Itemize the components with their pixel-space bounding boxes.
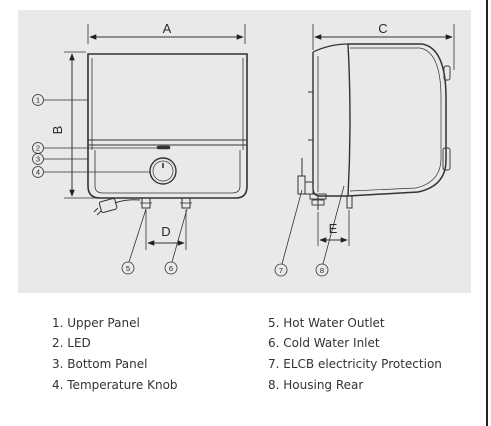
legend-item-elcb-protection: 7. ELCB electricity Protection <box>268 357 442 371</box>
legend-item-housing-rear: 8. Housing Rear <box>268 378 364 392</box>
callout-circle-7 <box>274 263 288 277</box>
callout-circles <box>32 94 329 277</box>
legend-item-upper-panel: 1. Upper Panel <box>52 316 140 330</box>
dim-label-b: B <box>50 126 65 135</box>
legend-item-bottom-panel: 3. Bottom Panel <box>52 357 148 371</box>
callout-circle-6 <box>164 261 178 275</box>
dim-label-c: C <box>378 21 387 36</box>
callout-7: 7 <box>279 266 283 275</box>
callout-numbers: 1 2 3 4 5 6 7 8 <box>36 96 324 275</box>
right-edge-border <box>486 0 488 426</box>
callout-1: 1 <box>36 96 40 105</box>
front-view <box>44 24 248 263</box>
callout-4: 4 <box>36 168 40 177</box>
callout-circle-3 <box>32 153 44 165</box>
legend-item-cold-water-inlet: 6. Cold Water Inlet <box>268 336 380 350</box>
legend-item-temperature-knob: 4. Temperature Knob <box>52 378 178 392</box>
callout-circle-5 <box>121 261 135 275</box>
side-view <box>281 24 455 265</box>
callout-5: 5 <box>126 264 130 273</box>
callout-circle-4 <box>32 166 44 178</box>
callout-6: 6 <box>169 264 173 273</box>
dim-label-d: D <box>161 224 170 239</box>
callout-2: 2 <box>36 144 40 153</box>
callout-8: 8 <box>320 266 324 275</box>
dim-label-a: A <box>163 21 172 36</box>
callout-3: 3 <box>36 155 40 164</box>
legend-item-hot-water-outlet: 5. Hot Water Outlet <box>268 316 385 330</box>
dim-label-e: E <box>329 221 338 236</box>
callout-circle-8 <box>315 263 329 277</box>
water-heater-diagram: 1 2 3 4 5 6 7 8 <box>32 21 455 277</box>
diagram-panel <box>18 10 471 293</box>
callout-circle-1 <box>32 94 44 106</box>
legend-item-led: 2. LED <box>52 336 91 350</box>
